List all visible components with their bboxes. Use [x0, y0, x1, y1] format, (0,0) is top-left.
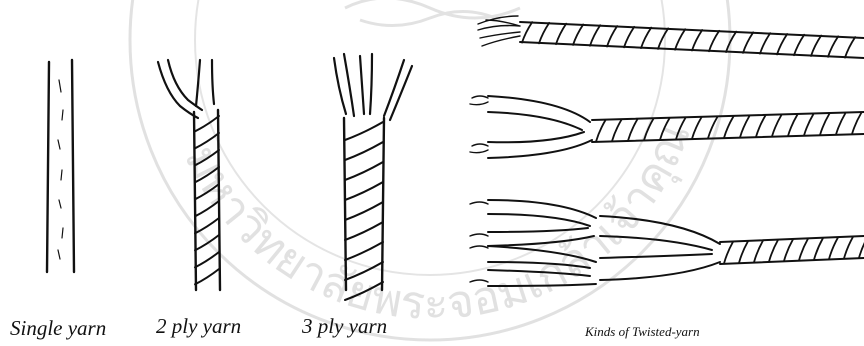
- watermark-text: มหาวิทยาลัยพระจอมเกล้าเจ้าคุณทหารลาดกระบ…: [0, 0, 701, 330]
- caption-two-ply-yarn: 2 ply yarn: [156, 316, 241, 337]
- caption-three-ply-yarn: 3 ply yarn: [302, 316, 387, 337]
- caption-kinds-of-twisted-yarn: Kinds of Twisted-yarn: [585, 325, 700, 338]
- caption-single-yarn: Single yarn: [10, 318, 106, 339]
- three-ply-yarn-drawing: [334, 54, 412, 300]
- university-seal-watermark: มหาวิทยาลัยพระจอมเกล้าเจ้าคุณทหารลาดกระบ…: [0, 0, 730, 340]
- single-yarn-drawing: [47, 60, 74, 272]
- twisted-rope-single: [478, 16, 864, 58]
- watermark-crest: [345, 0, 520, 26]
